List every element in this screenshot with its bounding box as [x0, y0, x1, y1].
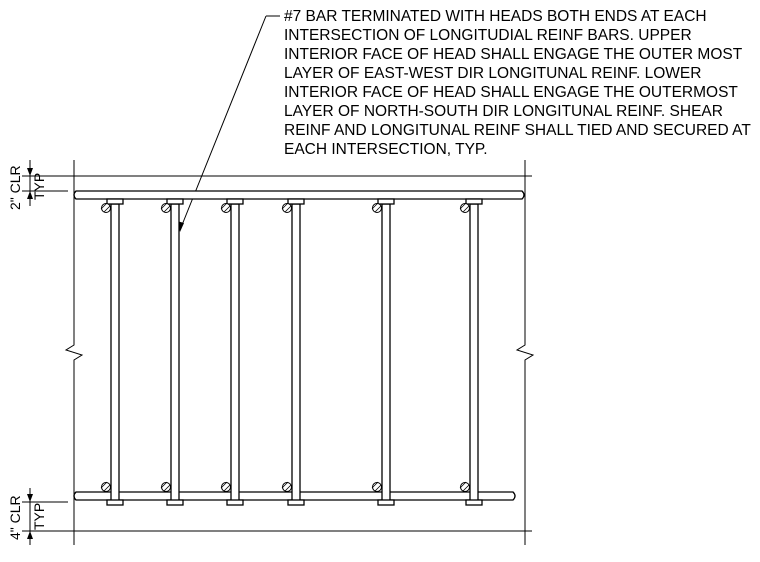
section-hatch	[160, 481, 168, 489]
headed-bar-shaft	[110, 203, 120, 503]
headed-bar	[287, 198, 305, 506]
section-hatch	[462, 484, 470, 492]
section-hatch	[223, 205, 231, 213]
section-hatch	[284, 484, 292, 492]
headed-bar	[465, 198, 483, 506]
bottom-clear-label: 4" CLR	[7, 495, 23, 540]
bar-head-top	[106, 198, 124, 205]
section-hatch	[459, 481, 467, 489]
bar-cross-section	[100, 202, 111, 213]
bar-section-circle	[101, 203, 111, 213]
bar-section-circle	[282, 203, 292, 213]
top-clear-dimension: 2" CLR TYP	[7, 160, 68, 210]
headed-bar-shaft	[291, 203, 301, 503]
bar-head-bottom	[106, 499, 124, 506]
note-line-4: LAYER OF EAST-WEST DIR LONGITUNAL REINF.…	[284, 65, 701, 82]
bar-cross-section	[220, 481, 231, 492]
bar-cross-section	[459, 202, 470, 213]
bar-cross-section	[459, 481, 470, 492]
general-note: #7 BAR TERMINATED WITH HEADS BOTH ENDS A…	[284, 8, 751, 158]
bar-head-top	[377, 198, 395, 205]
section-hatch	[103, 484, 111, 492]
headed-bar-shaft	[469, 203, 479, 503]
bar-section-circle	[101, 482, 111, 492]
bar-head-bottom	[226, 499, 244, 506]
section-hatch	[371, 481, 379, 489]
headed-shear-bars	[106, 198, 483, 506]
slab-left-break-line	[64, 160, 84, 545]
note-line-1: #7 BAR TERMINATED WITH HEADS BOTH ENDS A…	[284, 8, 707, 25]
bar-section-circle	[372, 482, 382, 492]
headed-bar-shaft	[170, 203, 180, 503]
bar-head-bottom	[377, 499, 395, 506]
bar-section-circle	[221, 482, 231, 492]
bar-cross-section	[371, 202, 382, 213]
bar-section-circle	[372, 203, 382, 213]
section-hatch	[160, 202, 168, 210]
top-longitudinal-bar	[73, 190, 525, 200]
bar-section-circle	[460, 482, 470, 492]
bar-section-circle	[460, 203, 470, 213]
note-line-2: INTERSECTION OF LONGITUDIAL REINF BARS. …	[284, 27, 692, 44]
bar-cross-section	[371, 481, 382, 492]
bar-section-circle	[221, 203, 231, 213]
headed-bar	[166, 198, 184, 506]
headed-bar	[226, 198, 244, 506]
section-hatch	[100, 202, 108, 210]
bar-head-bottom	[465, 499, 483, 506]
note-line-3: INTERIOR FACE OF HEAD SHALL ENGAGE THE O…	[284, 46, 743, 63]
section-hatch	[462, 205, 470, 213]
bar-cross-section	[281, 202, 292, 213]
section-hatch	[220, 202, 228, 210]
bottom-clear-dimension: 4" CLR TYP	[7, 488, 68, 545]
section-hatch	[220, 481, 228, 489]
transverse-bar-sections	[100, 202, 470, 492]
top-typ-label: TYP	[31, 173, 47, 200]
bar-head-bottom	[287, 499, 305, 506]
bar-head-top	[287, 198, 305, 205]
note-line-8: EACH INTERSECTION, TYP.	[284, 141, 488, 158]
section-hatch	[281, 481, 289, 489]
section-hatch	[163, 484, 171, 492]
bar-section-circle	[161, 203, 171, 213]
note-line-6: LAYER OF NORTH-SOUTH DIR LONGITUNAL REIN…	[284, 103, 723, 120]
section-hatch	[374, 484, 382, 492]
headed-bar-shaft	[381, 203, 391, 503]
section-hatch	[374, 205, 382, 213]
section-hatch	[103, 205, 111, 213]
section-hatch	[284, 205, 292, 213]
note-line-5: INTERIOR FACE OF HEAD SHALL ENGAGE THE O…	[284, 84, 738, 101]
section-hatch	[163, 205, 171, 213]
section-hatch	[100, 481, 108, 489]
bar-cross-section	[160, 202, 171, 213]
bar-cross-section	[220, 202, 231, 213]
section-hatch	[371, 202, 379, 210]
section-hatch	[459, 202, 467, 210]
bar-section-circle	[282, 482, 292, 492]
headed-bar	[106, 198, 124, 506]
bar-head-top	[226, 198, 244, 205]
note-line-7: REINF AND LONGITUNAL REINF SHALL TIED AN…	[284, 122, 751, 139]
bar-head-top	[166, 198, 184, 205]
headed-bar-shaft	[230, 203, 240, 503]
slab-outline	[40, 160, 535, 545]
bar-cross-section	[160, 481, 171, 492]
bar-cross-section	[281, 481, 292, 492]
bar-head-top	[465, 198, 483, 205]
bottom-typ-label: TYP	[31, 503, 47, 530]
top-clear-label: 2" CLR	[7, 165, 23, 210]
bar-section-circle	[161, 482, 171, 492]
section-hatch	[281, 202, 289, 210]
bar-head-bottom	[166, 499, 184, 506]
bar-cross-section	[100, 481, 111, 492]
section-hatch	[223, 484, 231, 492]
slab-right-break-line	[515, 160, 535, 545]
headed-bar	[377, 198, 395, 506]
